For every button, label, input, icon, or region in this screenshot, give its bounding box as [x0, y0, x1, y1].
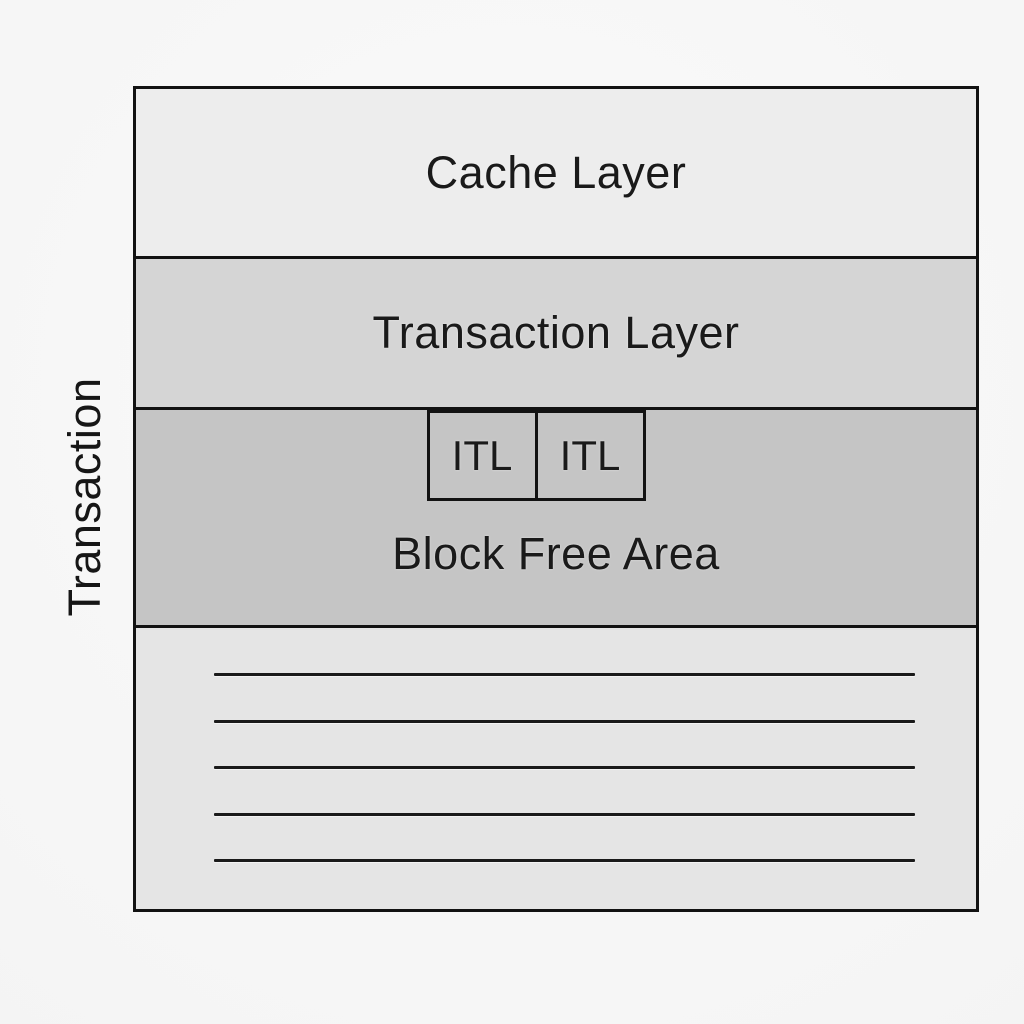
- layer-transaction: Transaction Layer: [136, 256, 976, 407]
- data-line: [214, 719, 915, 723]
- data-line: [214, 766, 915, 769]
- block-diagram: Cache Layer Transaction Layer ITL ITL Bl…: [133, 86, 979, 912]
- layer-cache: Cache Layer: [136, 89, 976, 256]
- block-free-area-label: Block Free Area: [392, 528, 720, 579]
- itl-label-1: ITL: [451, 431, 513, 479]
- block-free-area-label-wrap: Block Free Area: [136, 501, 976, 625]
- layer-block-free-area: ITL ITL Block Free Area: [136, 407, 976, 625]
- itl-row: ITL ITL: [116, 410, 956, 501]
- cache-layer-label: Cache Layer: [425, 146, 687, 198]
- data-lines: [136, 628, 976, 862]
- itl-box-2: ITL: [534, 410, 646, 501]
- side-label-transaction: Transaction: [59, 377, 110, 617]
- transaction-layer-label: Transaction Layer: [372, 307, 740, 358]
- data-line: [214, 859, 915, 862]
- itl-label-2: ITL: [559, 431, 621, 479]
- itl-box-1: ITL: [426, 410, 538, 501]
- data-line: [214, 673, 915, 676]
- layer-data-rows: [136, 625, 976, 909]
- data-line: [214, 812, 915, 816]
